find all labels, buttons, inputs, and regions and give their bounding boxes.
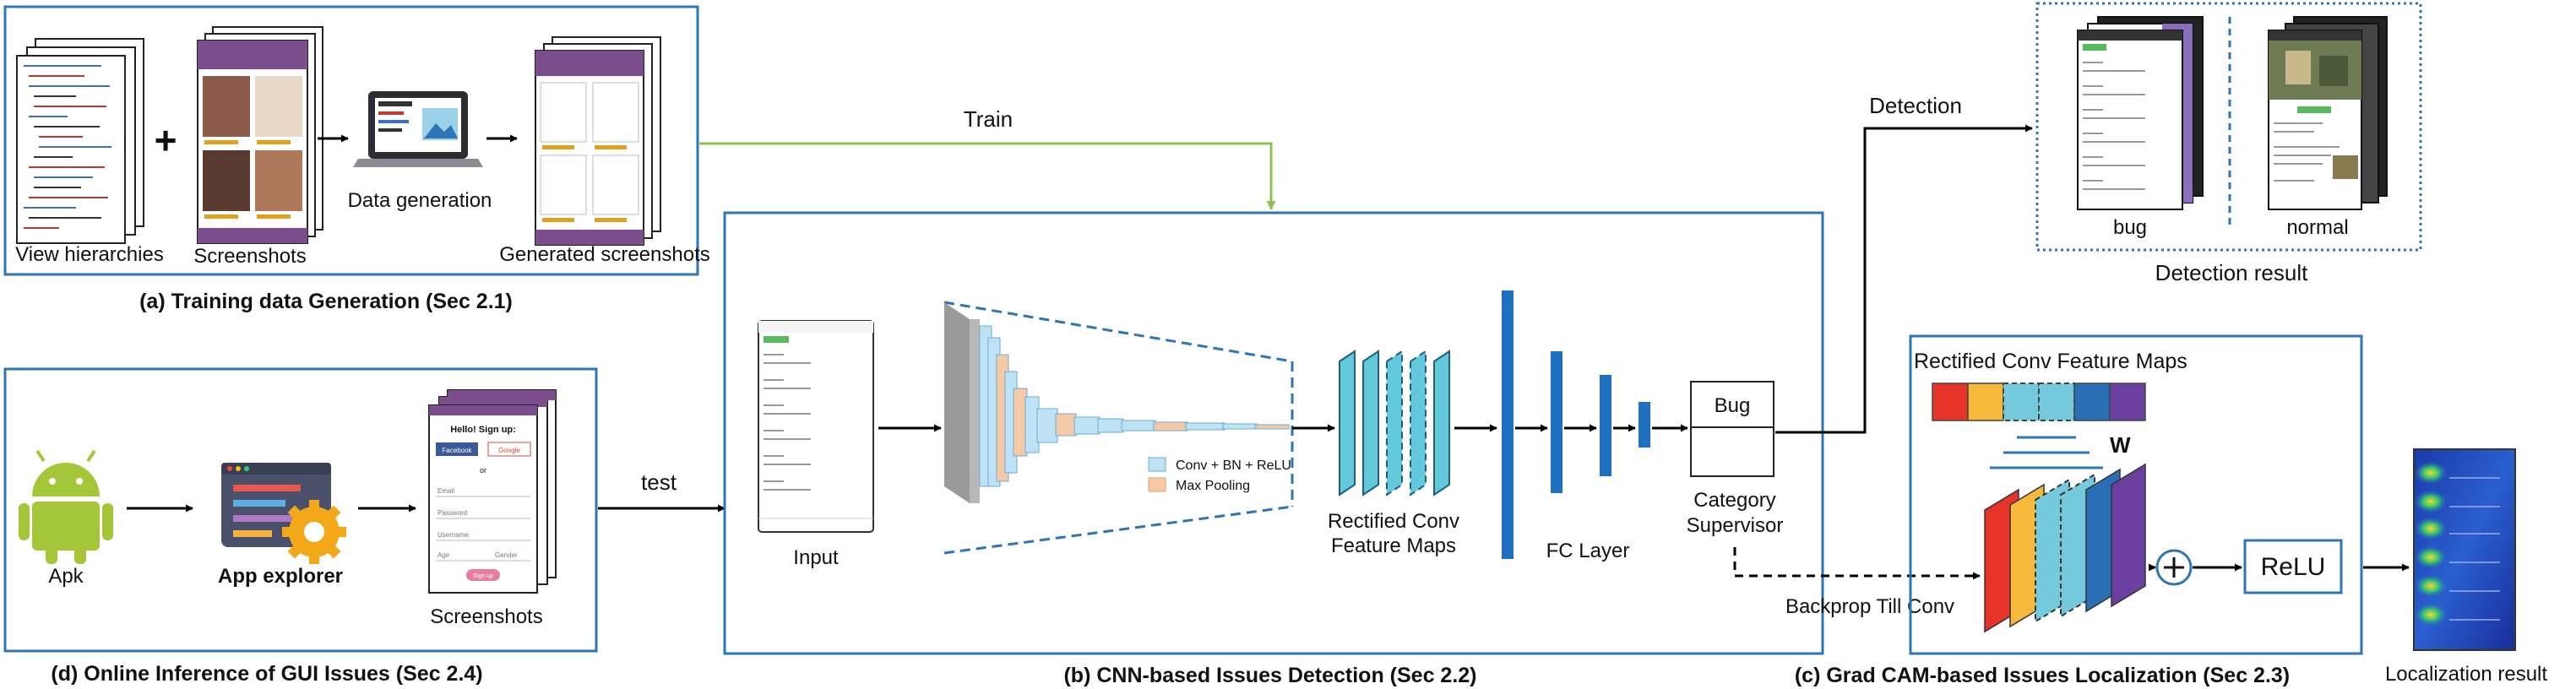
detection-label: Detection (1869, 93, 1962, 118)
screenshots-stack (197, 26, 323, 244)
age-field: Age (437, 551, 450, 559)
legend-conv: Conv + BN + ReLU (1176, 458, 1291, 473)
feature-maps-label-2: Feature Maps (1331, 534, 1456, 557)
backprop-label: Backprop Till Conv (1785, 595, 1954, 618)
circle-plus-icon (2155, 549, 2193, 586)
gender-field: Gender (495, 551, 518, 559)
email-field: Email (437, 487, 454, 495)
view-hierarchies-stack (16, 38, 144, 244)
panel-a-caption: (a) Training data Generation (Sec 2.1) (139, 290, 513, 313)
panel-b-cnn-detection: Input (723, 211, 1824, 687)
panel-a-training-data: View hierarchies + Screenshots (3, 5, 710, 313)
panel-d-online-inference: Apk App explorer (3, 367, 598, 686)
input-label: Input (793, 546, 839, 569)
panel-b-caption: (b) CNN-based Issues Detection (Sec 2.2) (1063, 664, 1476, 687)
panel-d-frame (3, 367, 598, 653)
gear-icon (282, 500, 346, 564)
w-lines (1990, 436, 2103, 469)
normal-screens-stack (2268, 16, 2388, 210)
relu-label: ReLU (2261, 553, 2326, 581)
panel-c-gradcam: Rectified Conv Feature Maps W (1795, 334, 2363, 687)
weight-color-bar (1932, 382, 2146, 421)
backprop-arrow: Backprop Till Conv (1733, 547, 1981, 618)
localization-heatmap (2413, 448, 2516, 651)
detection-result: bug normal Detection result (2035, 2, 2422, 285)
cnn-network: Conv + BN + ReLU Max Pooling (943, 301, 1294, 555)
bug-output-label: Bug (1715, 394, 1751, 417)
signup-title: Hello! Sign up: (450, 425, 516, 435)
panel-d-screenshots-label: Screenshots (430, 605, 542, 628)
signup-button: Sign up (473, 573, 493, 579)
localization-result-label: Localization result (2385, 663, 2547, 686)
generated-screenshots-stack (535, 36, 661, 246)
apk-label: Apk (48, 565, 84, 588)
view-hierarchies-label: View hierarchies (15, 243, 164, 266)
bug-result-label: bug (2113, 216, 2147, 239)
input-screenshot (758, 320, 874, 533)
normal-result-label: normal (2286, 216, 2348, 239)
test-arrow: test (598, 469, 726, 513)
rectified-feature-maps (1339, 350, 1450, 496)
data-generation-label: Data generation (348, 189, 492, 212)
plus-icon: + (155, 118, 177, 162)
panel-b-frame (723, 211, 1824, 655)
panel-a-frame (3, 5, 699, 276)
google-button: Google (498, 447, 520, 454)
panel-c-caption: (c) Grad CAM-based Issues Localization (… (1795, 664, 2290, 687)
fc-layers (1502, 290, 1650, 559)
panel-c-title: Rectified Conv Feature Maps (1914, 350, 2187, 373)
screenshots-label: Screenshots (193, 245, 306, 268)
bug-screens-stack (2077, 16, 2204, 210)
generated-screenshots-label: Generated screenshots (499, 243, 709, 266)
feature-maps-label-1: Rectified Conv (1328, 510, 1459, 533)
legend-pool: Max Pooling (1176, 479, 1250, 493)
android-icon (19, 449, 113, 564)
username-field: Username (437, 531, 469, 539)
category-label-2: Supervisor (1687, 514, 1784, 537)
or-text: or (480, 466, 486, 475)
detection-arrow: Detection (1775, 93, 2033, 434)
test-label: test (641, 469, 677, 495)
panel-c-frame (1909, 334, 2363, 655)
app-explorer-label: App explorer (218, 565, 343, 588)
password-field: Password (437, 509, 467, 517)
train-label: Train (964, 106, 1013, 132)
category-supervisor-box: Bug (1690, 381, 1774, 477)
facebook-button: Facebook (442, 447, 472, 454)
w-label: W (2110, 432, 2131, 458)
fc-layer-label: FC Layer (1546, 540, 1630, 562)
detection-result-caption: Detection result (2155, 260, 2308, 285)
panel-d-caption: (d) Online Inference of GUI Issues (Sec … (51, 662, 482, 686)
laptop-icon (353, 91, 483, 167)
relu-box (2243, 539, 2343, 594)
train-arrow: Train (699, 106, 1276, 211)
gradcam-feature-maps (1984, 463, 2146, 633)
category-label-1: Category (1693, 489, 1775, 512)
signup-screenshots-stack: Hello! Sign up: Facebook Google or Email… (428, 389, 557, 594)
detection-result-frame (2035, 2, 2422, 252)
